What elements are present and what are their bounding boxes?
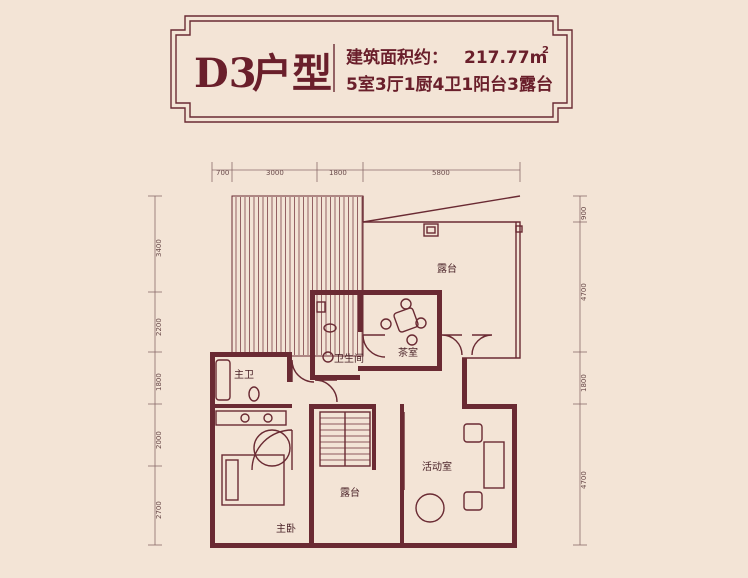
room-label-bathroom: 卫生间 [334, 352, 364, 365]
dim-left-5: 2700 [155, 501, 163, 519]
dim-right-3: 1800 [580, 374, 588, 392]
dim-right-4: 4700 [580, 471, 588, 489]
room-layout-summary: 5室3厅1厨4卫1阳台3露台 [346, 74, 553, 95]
dim-left-2: 2200 [155, 318, 163, 336]
room-label-terrace-mid: 露台 [340, 486, 360, 499]
dim-top-2: 3000 [266, 169, 284, 177]
toilet-icon [316, 301, 337, 363]
bathtub-icon [215, 359, 260, 402]
area-unit-superscript: 2 [542, 45, 549, 56]
walls [210, 290, 517, 548]
dim-right-1: 900 [580, 207, 588, 220]
room-label-terrace-top: 露台 [437, 262, 457, 275]
sofa-icon [415, 423, 505, 523]
dim-left-4: 2000 [155, 431, 163, 449]
unit-suffix: 户型 [252, 50, 332, 97]
unit-code: D3 [194, 50, 257, 97]
dim-top-3: 1800 [329, 169, 347, 177]
room-label-activity-room: 活动室 [422, 460, 452, 473]
bed-icon [221, 429, 291, 506]
area-value: 217.77m [464, 48, 547, 68]
dimension-lines [148, 162, 587, 546]
dim-left-1: 3400 [155, 239, 163, 257]
dim-left-3: 1800 [155, 373, 163, 391]
dim-top-1: 700 [216, 169, 229, 177]
room-label-tea-room: 茶室 [398, 346, 418, 359]
room-label-master-bath: 主卫 [234, 369, 254, 381]
doors [251, 334, 493, 490]
terrace-top-area [362, 195, 523, 359]
dim-right-2: 4700 [580, 283, 588, 301]
area-label: 建筑面积约： [346, 47, 448, 68]
header-frame [170, 15, 573, 123]
roof-hatch [231, 195, 364, 357]
room-label-master-bedroom: 主卧 [276, 522, 296, 535]
staircase [319, 411, 371, 467]
tea-table-icon [380, 298, 427, 346]
vanity-icon [215, 410, 287, 426]
dim-top-4: 5800 [432, 169, 450, 177]
